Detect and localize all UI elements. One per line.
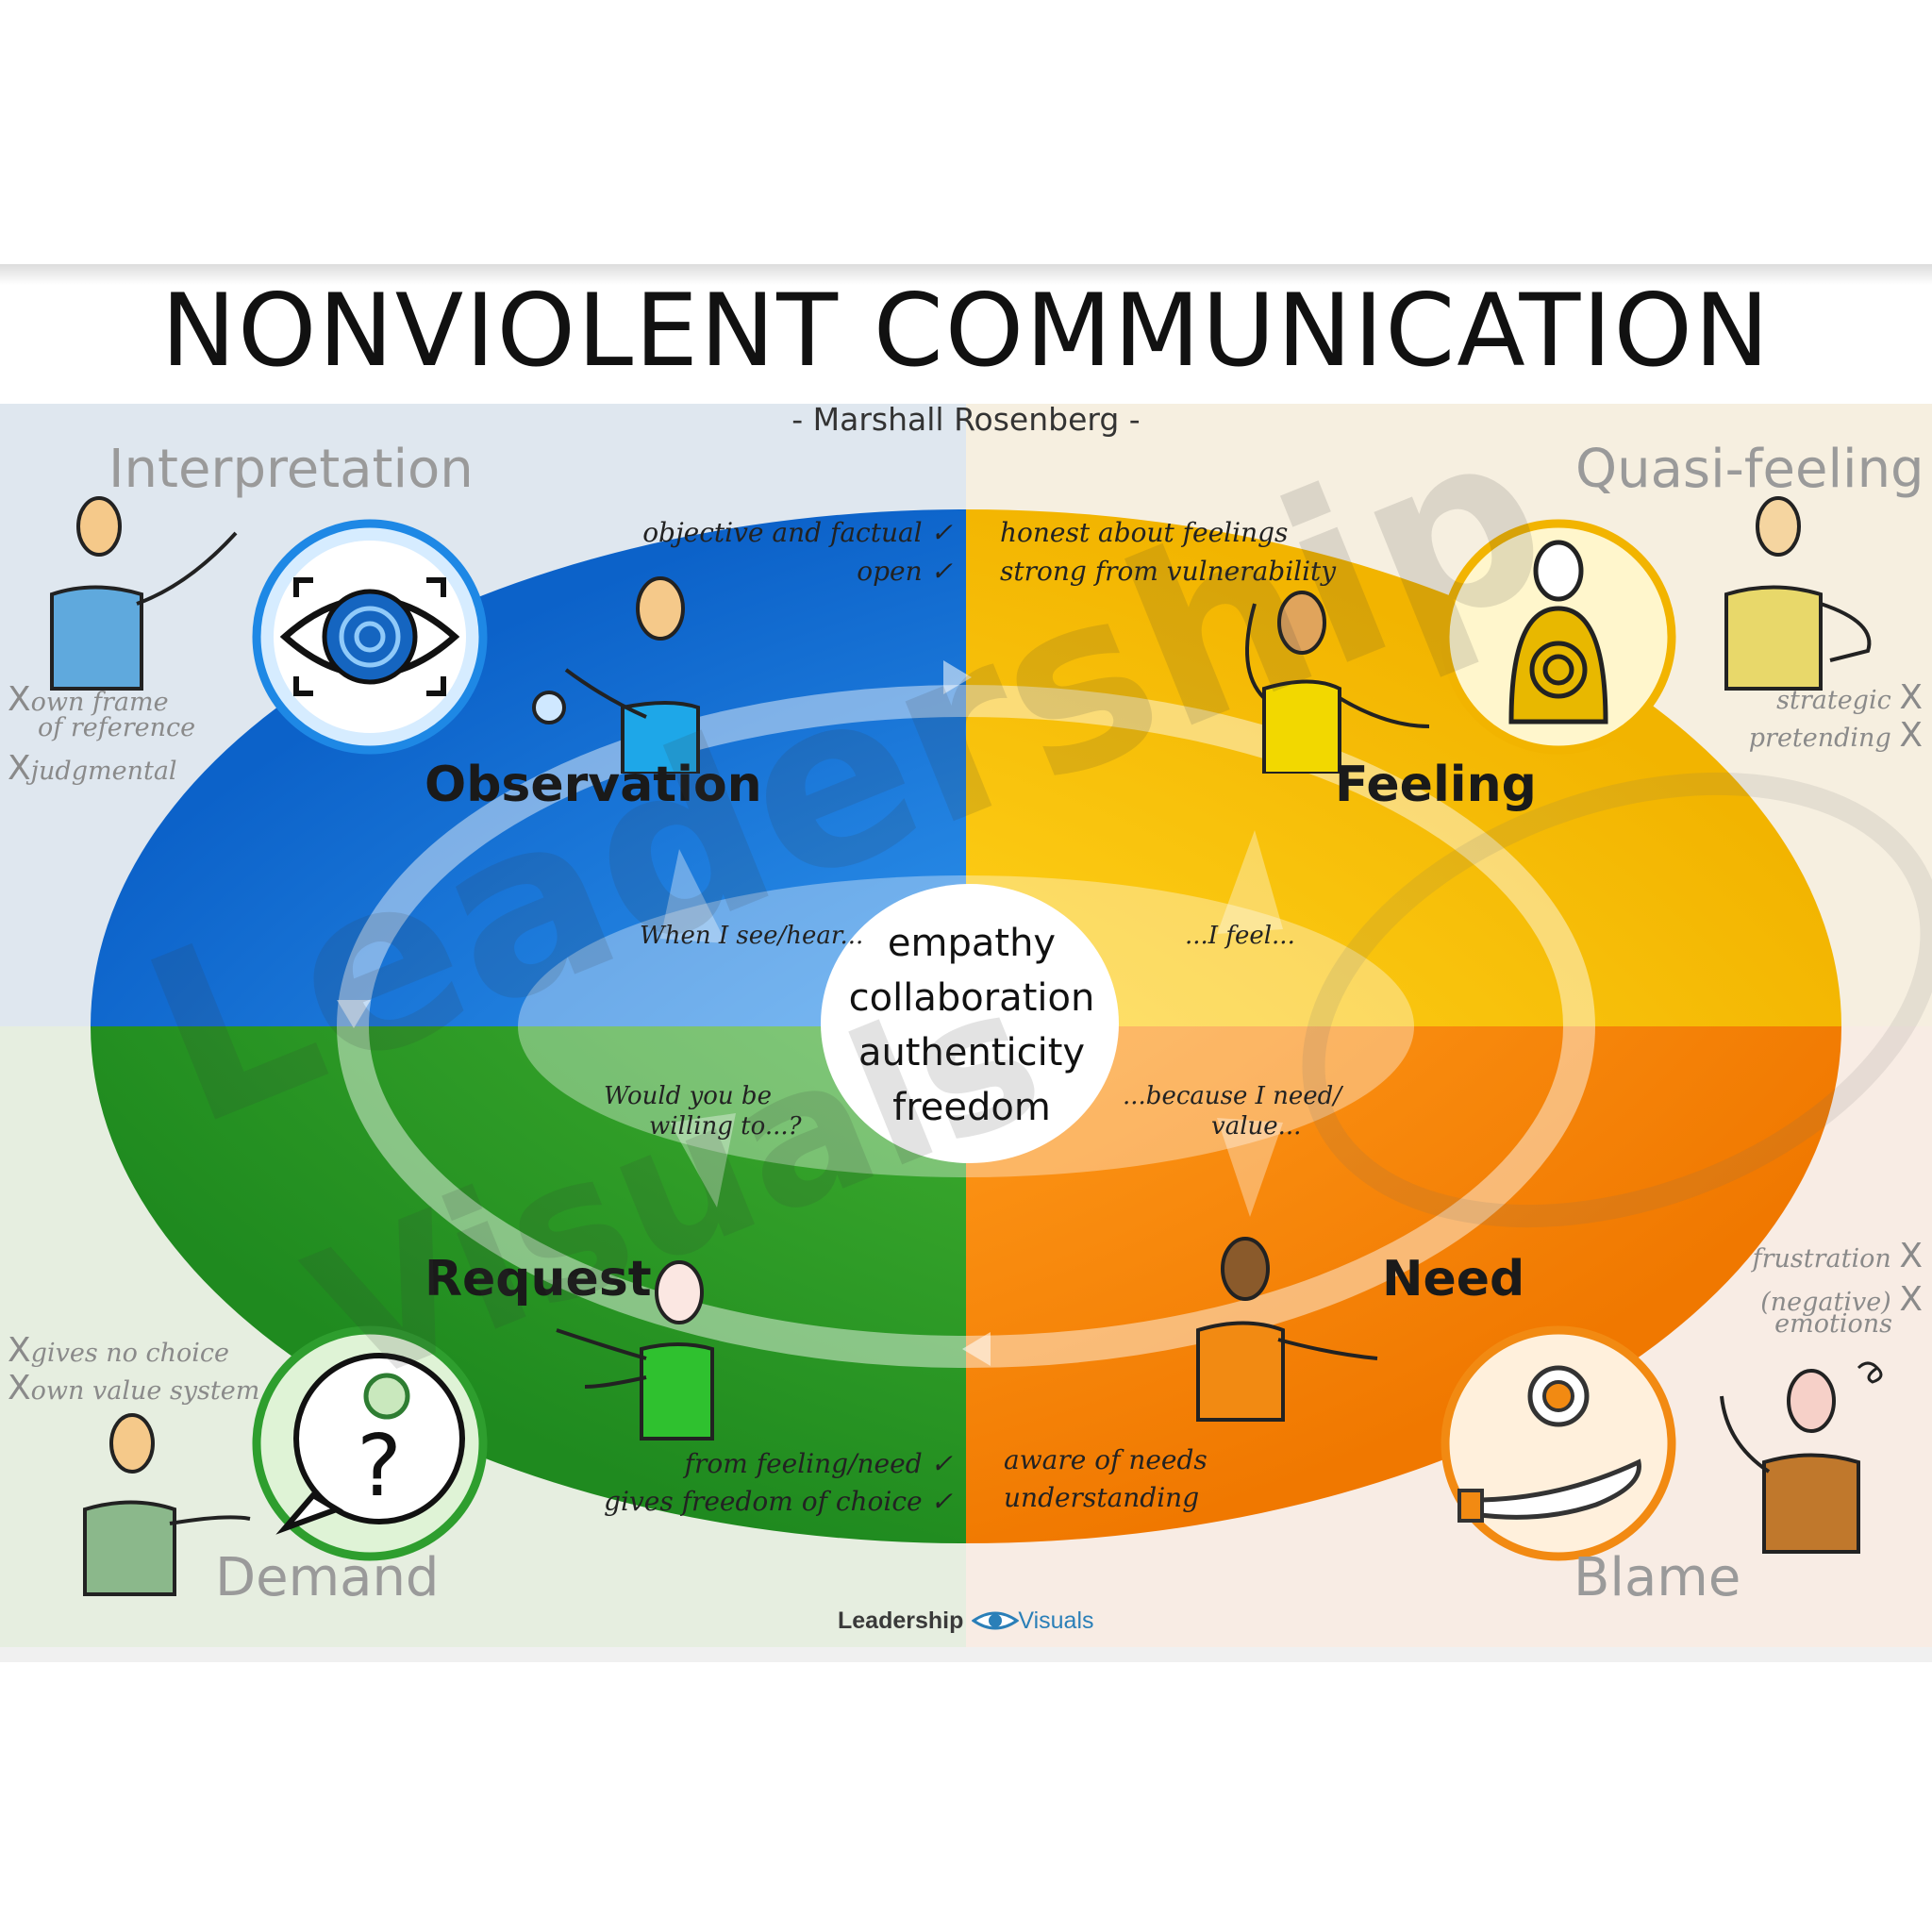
stage-need: Need [1382, 1251, 1525, 1307]
blame-pitfall-2: (negative) X [1760, 1280, 1923, 1319]
check-icon: ✓ [930, 1486, 953, 1517]
feeling-quality-2: strong from vulnerability [1000, 556, 1337, 587]
svg-text:?: ? [357, 1417, 402, 1516]
corner-label-demand: Demand [215, 1547, 440, 1608]
need-quality-1: aware of needs [1004, 1444, 1208, 1475]
center-word-empathy: empathy [887, 922, 1057, 965]
observer-figure [532, 576, 700, 774]
phrase-request-2: willing to...? [649, 1112, 802, 1141]
center-word-authenticity: authenticity [858, 1031, 1086, 1074]
author-subtitle: - Marshall Rosenberg - [791, 401, 1141, 438]
page-title: NONVIOLENT COMMUNICATION [160, 273, 1772, 389]
demander-figure [83, 1413, 251, 1596]
stage-request: Request [425, 1251, 652, 1307]
stage-feeling: Feeling [1335, 757, 1537, 813]
demand-pitfall-1: Xgives no choice [8, 1331, 229, 1370]
x-icon: X [8, 1331, 31, 1370]
interpretation-pitfall-1b: of reference [38, 713, 196, 742]
phrase-observation: When I see/hear... [640, 922, 864, 950]
x-icon: X [1899, 716, 1923, 755]
heart-spiral-icon [1441, 519, 1676, 755]
phrase-need-1: ...because I need/ [1123, 1082, 1342, 1110]
eye-target-icon [252, 519, 488, 755]
x-icon: X [1899, 1280, 1923, 1319]
check-icon: ✓ [930, 556, 953, 587]
x-icon: X [8, 1369, 31, 1407]
observation-quality-1: objective and factual ✓ [642, 517, 953, 548]
feeler-figure [1245, 591, 1430, 774]
need-quality-2: understanding [1004, 1482, 1200, 1513]
demand-pitfall-2: Xown value system [8, 1369, 260, 1407]
interpreter-figure [50, 496, 238, 691]
x-icon: X [1899, 1237, 1923, 1275]
phrase-feeling: ...I feel... [1185, 922, 1295, 950]
feeling-quality-1: honest about feelings [1000, 517, 1289, 548]
corner-label-interpretation: Interpretation [108, 439, 474, 500]
quasi-feeling-pitfall-2: pretending X [1748, 716, 1923, 755]
spiral-hand-icon [1441, 1325, 1676, 1561]
blame-pitfall-1: frustration X [1752, 1237, 1923, 1275]
x-icon: X [8, 749, 31, 788]
needer-figure [1196, 1237, 1378, 1422]
stage-observation: Observation [425, 757, 762, 813]
corner-label-quasi-feeling: Quasi-feeling [1575, 439, 1924, 500]
observation-quality-2: open ✓ [857, 556, 953, 587]
x-icon: X [1899, 678, 1923, 717]
blamer-figure [1720, 1361, 1883, 1554]
center-word-collaboration: collaboration [848, 976, 1095, 1020]
blame-pitfall-2b: emotions [1774, 1309, 1892, 1339]
corner-label-blame: Blame [1574, 1547, 1741, 1608]
request-quality-1: from feeling/need ✓ [684, 1448, 953, 1479]
interpretation-pitfall-1: Xown frame [8, 680, 169, 719]
center-word-freedom: freedom [892, 1086, 1051, 1129]
quasi-feeling-pitfall-1: strategic X [1776, 678, 1923, 717]
question-bubble-icon: ? [252, 1325, 488, 1561]
x-icon: X [8, 680, 31, 719]
check-icon: ✓ [930, 1448, 953, 1479]
phrase-request-1: Would you be [604, 1082, 772, 1110]
eye-logo-icon [972, 1611, 1019, 1630]
request-quality-2: gives freedom of choice ✓ [604, 1486, 953, 1517]
requester-figure [556, 1260, 714, 1441]
interpretation-pitfall-2: Xjudgmental [8, 749, 177, 788]
phrase-need-2: value... [1211, 1112, 1302, 1141]
check-icon: ✓ [930, 517, 953, 548]
quasi-feeler-figure [1724, 496, 1872, 691]
